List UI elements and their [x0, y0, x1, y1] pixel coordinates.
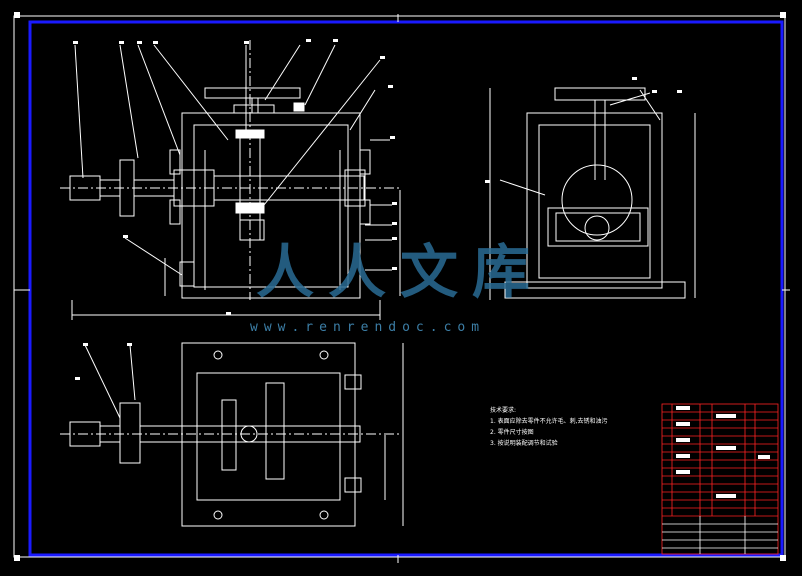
side-view [489, 87, 696, 300]
top-view [60, 342, 404, 527]
front-view [60, 40, 401, 320]
technical-requirement-item: 3. 按说明装配调节和试验 [490, 440, 558, 447]
technical-requirements-heading: 技术要求: [490, 407, 517, 414]
watermark-logo-text: 人人文库 [256, 238, 545, 306]
technical-requirement-item: 1. 表面应除去零件不允许毛、刺,去锈和油污 [490, 418, 608, 425]
callout-tags [73, 39, 682, 380]
technical-requirements: 技术要求: 1. 表面应除去零件不允许毛、刺,去锈和油污 2. 零件尺寸按图 3… [490, 405, 608, 449]
technical-requirement-item: 2. 零件尺寸按图 [490, 429, 534, 436]
sheet-frame [13, 12, 790, 563]
title-block [661, 403, 779, 555]
watermark-url[interactable]: www.renrendoc.com [250, 320, 486, 335]
